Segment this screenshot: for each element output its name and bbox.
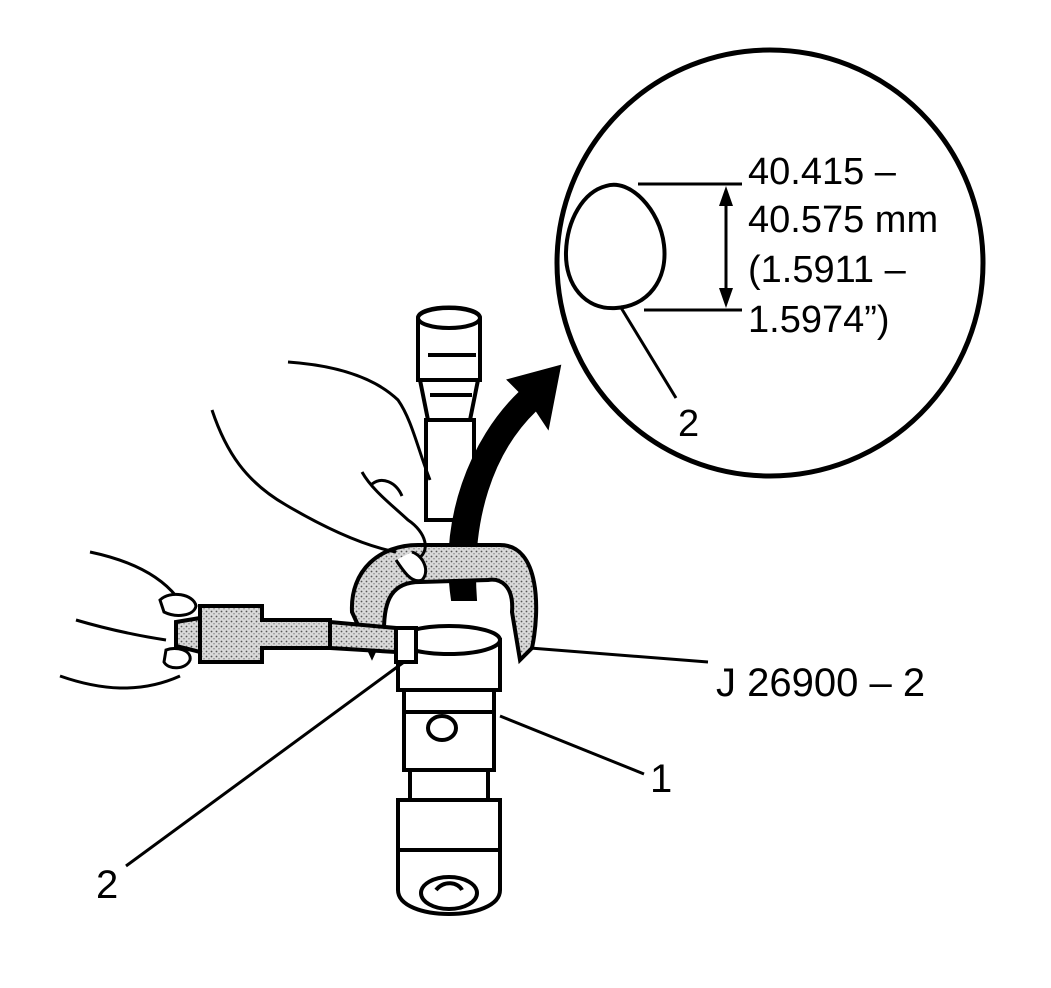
callout-lobe-leader (618, 305, 678, 399)
hand-upper (210, 360, 432, 583)
spec-line-3: (1.5911 – (748, 249, 907, 291)
camshaft-leader-line (499, 714, 645, 776)
callout-circle (554, 47, 986, 479)
detail-callout: 40.415 – 40.575 mm (1.5911 – 1.5974”) 2 (554, 47, 986, 479)
lobe-label: 2 (96, 863, 118, 907)
micrometer-tool (174, 543, 539, 665)
lobe-leader-line (125, 660, 405, 868)
camshaft-label: 1 (650, 757, 672, 801)
hand-lower (59, 550, 198, 690)
labels (125, 646, 709, 868)
spec-line-4: 1.5974”) (748, 299, 890, 341)
dimension-arrowhead-down (719, 288, 733, 308)
tool-leader-line (529, 646, 709, 664)
cam-lobe-profile (563, 182, 667, 311)
micrometer-thimble (198, 604, 332, 664)
camshaft-oil-hole (426, 714, 458, 742)
spec-line-1: 40.415 – (748, 151, 897, 193)
spec-line-2: 40.575 mm (748, 199, 938, 241)
camshaft (396, 305, 502, 916)
tool-label: J 26900 – 2 (716, 661, 925, 705)
camshaft-end-bore (419, 875, 479, 911)
callout-lobe-label: 2 (678, 403, 699, 445)
dimension-arrowhead-up (719, 186, 733, 206)
